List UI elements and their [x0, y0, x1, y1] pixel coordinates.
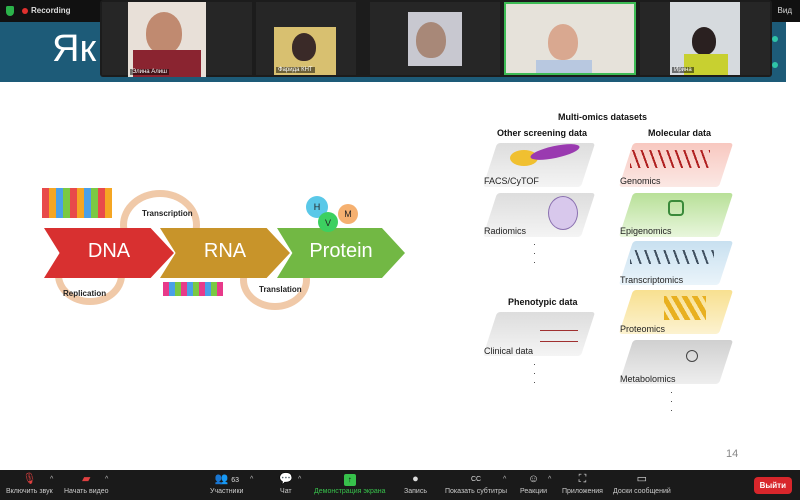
share-screen-button[interactable]: ↑ Демонстрация экрана: [314, 473, 386, 495]
radiomics-label: Radiomics: [484, 226, 527, 236]
chat-button[interactable]: 💬 Чат: [279, 473, 293, 495]
start-video-button[interactable]: ▰ Начать видео: [64, 473, 108, 495]
molecular-header: Molecular data: [648, 128, 712, 138]
apps-icon: ⛶: [578, 473, 587, 485]
amino-acid-m: M: [338, 204, 358, 224]
proteomics-label: Proteomics: [620, 324, 666, 334]
apps-button[interactable]: ⛶ Приложения: [562, 473, 603, 495]
record-label: Запись: [404, 488, 427, 495]
reactions-button[interactable]: ☺ Реакции: [520, 473, 547, 495]
clinical-label: Clinical data: [484, 346, 534, 356]
participant-tile[interactable]: Элина Алиш: [102, 2, 252, 77]
whiteboards-label: Доски сообщений: [613, 488, 671, 495]
chat-label: Чат: [280, 488, 292, 495]
muted-mic-icon: 🎙: [22, 473, 37, 485]
slide-title: Як: [52, 28, 97, 70]
transcriptomics-label: Transcriptomics: [620, 275, 684, 285]
chat-icon: 💬: [279, 473, 293, 485]
clinical-chart-icon: [540, 330, 578, 342]
participants-count: 63: [231, 477, 239, 484]
rna-arrow: RNA: [160, 228, 290, 278]
phenotypic-header: Phenotypic data: [508, 297, 578, 307]
protein-structure-icon: [664, 296, 706, 320]
other-screening-header: Other screening data: [497, 128, 588, 138]
translation-arrow: [240, 250, 310, 310]
video-options-caret[interactable]: ^: [105, 476, 109, 483]
security-shield-icon[interactable]: [6, 6, 14, 16]
rna-strand-icon: [163, 282, 223, 296]
participants-label: Участники: [210, 488, 244, 495]
amino-acid-v: V: [318, 212, 338, 232]
participant-tile[interactable]: Ирина: [640, 2, 770, 75]
transcription-arrow: [120, 190, 200, 260]
omics-title: Multi-omics datasets: [558, 112, 648, 122]
dna-strand-icon: [42, 188, 112, 218]
protein-arrow: Protein: [277, 228, 405, 278]
start-video-label: Начать видео: [64, 488, 109, 495]
participant-name: Элина Алиш: [130, 69, 169, 75]
dna-helix-icon: [630, 150, 710, 168]
whiteboards-button[interactable]: ▭ Доски сообщений: [613, 473, 671, 495]
view-button[interactable]: Вид: [777, 6, 792, 15]
rna-helix-icon: [630, 250, 714, 264]
indicator-dot: [772, 62, 778, 68]
translation-label: Translation: [259, 285, 302, 294]
audio-options-caret[interactable]: ^: [50, 476, 54, 483]
chat-caret[interactable]: ^: [298, 476, 302, 483]
participants-icon: 👥 63: [214, 473, 239, 485]
transcription-label: Transcription: [142, 209, 193, 218]
captions-caret[interactable]: ^: [503, 476, 507, 483]
captions-label: Показать субтитры: [445, 488, 508, 495]
molecule-icon: [686, 350, 698, 362]
reactions-icon: ☺: [527, 473, 540, 485]
slide-number: 14: [726, 448, 739, 460]
video-strip: Элина Алиш Фарида КНТ Ирина: [100, 0, 772, 77]
captions-button[interactable]: CC Показать субтитры: [445, 473, 507, 495]
participant-tile-active-speaker[interactable]: [504, 2, 636, 75]
participant-name: Ирина: [672, 67, 694, 73]
share-label: Демонстрация экрана: [314, 488, 386, 495]
participant-name: Фарида КНТ: [276, 67, 315, 73]
participants-button[interactable]: 👥 63 Участники: [210, 473, 243, 495]
video-off-icon: ▰: [82, 473, 91, 485]
brain-scan-icon: [548, 196, 578, 230]
genomics-label: Genomics: [620, 176, 661, 186]
replication-label: Replication: [63, 289, 107, 298]
participants-caret[interactable]: ^: [250, 476, 254, 483]
reactions-label: Реакции: [520, 488, 548, 495]
ellipsis: ···: [670, 387, 673, 415]
ellipsis: ···: [533, 239, 536, 267]
participant-tile[interactable]: [370, 2, 500, 75]
apps-label: Приложения: [562, 488, 603, 495]
dna-arrow: DNA: [44, 228, 174, 278]
reactions-caret[interactable]: ^: [548, 476, 552, 483]
unmute-label: Включить звук: [6, 488, 53, 495]
recording-label: Recording: [31, 6, 71, 15]
whiteboard-icon: ▭: [636, 473, 648, 485]
participant-tile[interactable]: Фарида КНТ: [256, 2, 356, 75]
nucleosome-icon: [668, 200, 684, 216]
record-button[interactable]: ● Запись: [404, 473, 427, 495]
facs-label: FACS/CyTOF: [484, 176, 539, 186]
recording-icon: [22, 8, 28, 14]
leave-button[interactable]: Выйти: [753, 477, 792, 494]
unmute-button[interactable]: 🎙 Включить звук: [6, 473, 53, 495]
record-icon: ●: [412, 473, 419, 485]
cc-icon: CC: [470, 476, 482, 483]
metabolomics-label: Metabolomics: [620, 374, 676, 384]
indicator-dot: [772, 36, 778, 42]
meeting-toolbar: 🎙 Включить звук ^ ▰ Начать видео ^ 👥 63 Уча…: [0, 470, 800, 500]
epigenomics-label: Epigenomics: [620, 226, 672, 236]
ellipsis: ···: [533, 359, 536, 387]
share-screen-icon: ↑: [314, 473, 386, 486]
